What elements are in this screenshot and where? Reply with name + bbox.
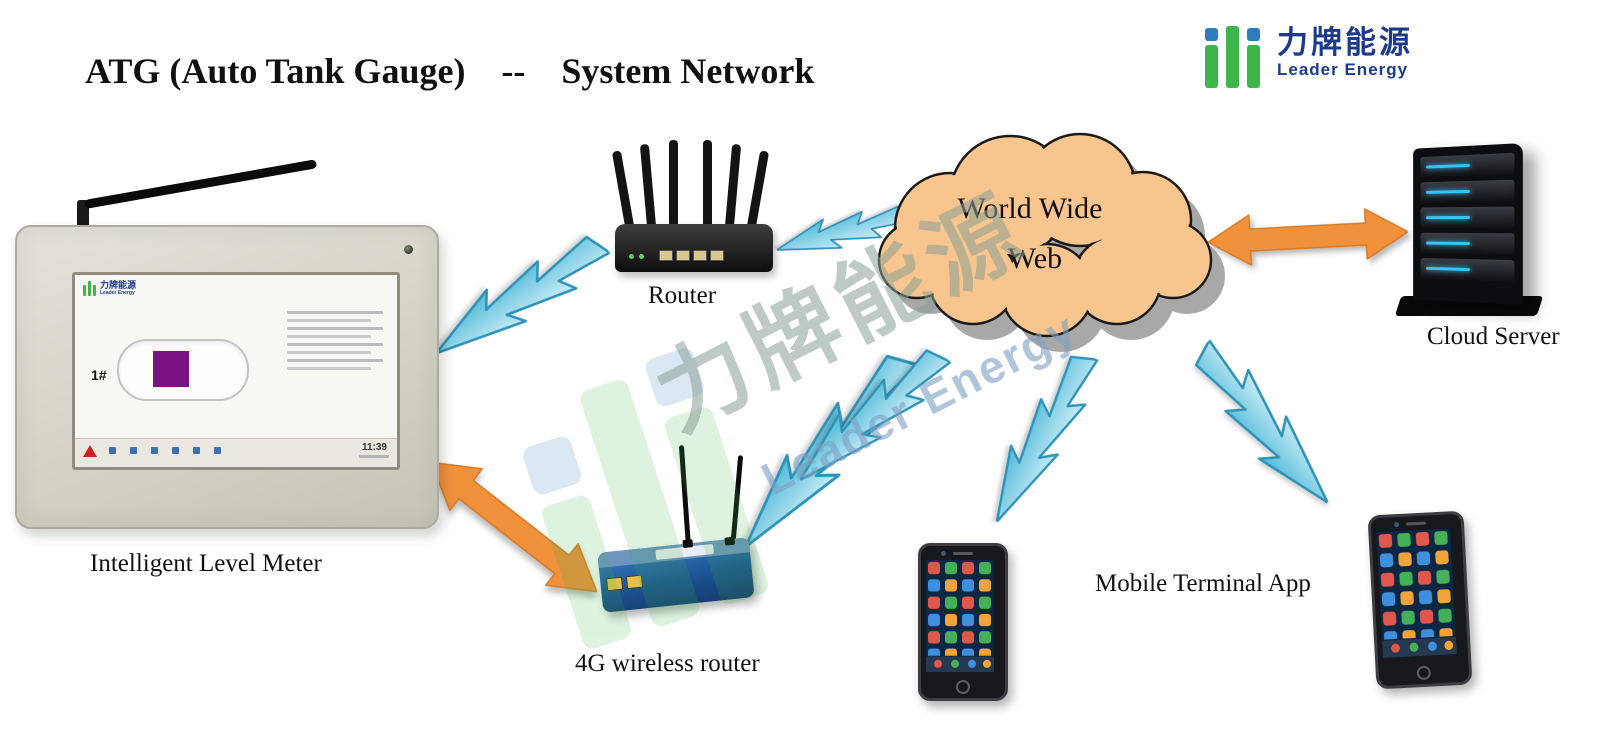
router-antenna <box>725 143 742 227</box>
tank-pill-graphic <box>117 339 249 401</box>
power-led <box>404 245 413 254</box>
server-led-strip <box>1426 266 1470 272</box>
smartphone-right <box>1367 510 1473 690</box>
brand-logo: 力牌能源 Leader Energy <box>1205 25 1413 88</box>
logo-green-bar <box>1247 45 1260 88</box>
router-led <box>629 254 634 259</box>
brand-text: 力牌能源 Leader Energy <box>1277 25 1413 80</box>
server-slat <box>1420 206 1515 229</box>
screen-date-bar <box>359 455 389 458</box>
mobile-app-label: Mobile Terminal App <box>1095 570 1311 597</box>
level-meter-label: Intelligent Level Meter <box>90 550 322 577</box>
screen-time: 11:39 <box>361 442 387 453</box>
cloud-text-line1: World Wide <box>958 192 1103 225</box>
router-antenna <box>703 140 712 226</box>
phone-screen <box>1376 528 1457 659</box>
alert-triangle-icon <box>83 445 97 457</box>
tank-fill-level <box>153 351 189 387</box>
cloud-fill <box>881 136 1209 334</box>
phone-screen <box>926 560 994 672</box>
server-tower <box>1413 143 1523 305</box>
logo-green-bar <box>1205 45 1218 88</box>
tank-id-label: 1# <box>91 367 107 383</box>
cloud-text-line2: Web <box>1008 242 1062 275</box>
router-antenna <box>611 150 634 227</box>
phone-camera <box>1393 521 1400 528</box>
logo-blue-dot <box>1205 28 1218 41</box>
server-led-strip <box>1426 189 1470 194</box>
leader-energy-logo-icon <box>1205 26 1263 88</box>
brand-name-cn: 力牌能源 <box>1277 25 1413 60</box>
router-antenna <box>747 150 770 227</box>
intelligent-level-meter-device: 力牌能源 Leader Energy 1# 11:39 <box>15 159 445 550</box>
meter-antenna <box>84 159 318 209</box>
server-slat <box>1420 232 1515 255</box>
toolbar-icons <box>109 447 221 454</box>
server-led-strip <box>1426 241 1470 246</box>
mini-logo-icon <box>83 281 96 296</box>
phone-home-button <box>956 680 970 694</box>
4g-router-body <box>597 536 755 613</box>
www-cloud: World Wide Web <box>877 132 1225 352</box>
router-label: Router <box>648 282 717 309</box>
server-led-strip <box>1426 163 1470 169</box>
server-slat <box>1420 179 1515 203</box>
cloud-server-label: Cloud Server <box>1427 323 1560 350</box>
ethernet-port <box>625 574 644 590</box>
antenna-mount <box>682 539 694 549</box>
mini-logo-cn: 力牌能源 <box>100 280 137 290</box>
phone-home-button <box>1416 665 1432 681</box>
phone-camera <box>941 551 946 556</box>
meter-screen: 力牌能源 Leader Energy 1# 11:39 <box>72 272 400 470</box>
server-slat <box>1420 152 1515 178</box>
watermark-blue-dot <box>643 345 707 409</box>
router-body <box>615 224 773 272</box>
meter-screen-logo: 力牌能源 Leader Energy <box>83 281 136 296</box>
page-title: ATG (Auto Tank Gauge) -- System Network <box>85 51 815 91</box>
tank-info-lines <box>287 311 383 375</box>
server-slat <box>1420 257 1515 282</box>
router-antenna <box>639 143 656 227</box>
logo-blue-dot <box>1247 28 1260 41</box>
4g-router-antenna <box>678 445 691 548</box>
server-led-strip <box>1426 215 1470 220</box>
meter-body: 力牌能源 Leader Energy 1# 11:39 <box>15 225 439 529</box>
brand-name-en: Leader Energy <box>1277 60 1409 80</box>
phone-speaker <box>1405 521 1427 526</box>
router-antenna <box>669 140 678 226</box>
router-ports <box>659 250 724 261</box>
logo-green-bar <box>1226 26 1239 88</box>
meter-screen-toolbar: 11:39 <box>75 438 397 467</box>
smartphone-left <box>918 543 1008 701</box>
4g-wireless-router-device <box>588 445 768 650</box>
cloud-server-device <box>1394 143 1548 326</box>
antenna-mount <box>724 536 736 546</box>
mini-logo-en: Leader Energy <box>100 290 135 296</box>
4g-router-antenna <box>730 455 744 550</box>
ethernet-port <box>605 576 624 592</box>
bolt-meter-to-router <box>416 210 620 382</box>
phone-speaker <box>953 552 973 555</box>
4g-router-label: 4G wireless router <box>575 650 760 677</box>
bolt-cloud-to-phone-left <box>967 337 1113 536</box>
router-device <box>611 140 775 275</box>
watermark-blue-dot <box>520 434 584 498</box>
